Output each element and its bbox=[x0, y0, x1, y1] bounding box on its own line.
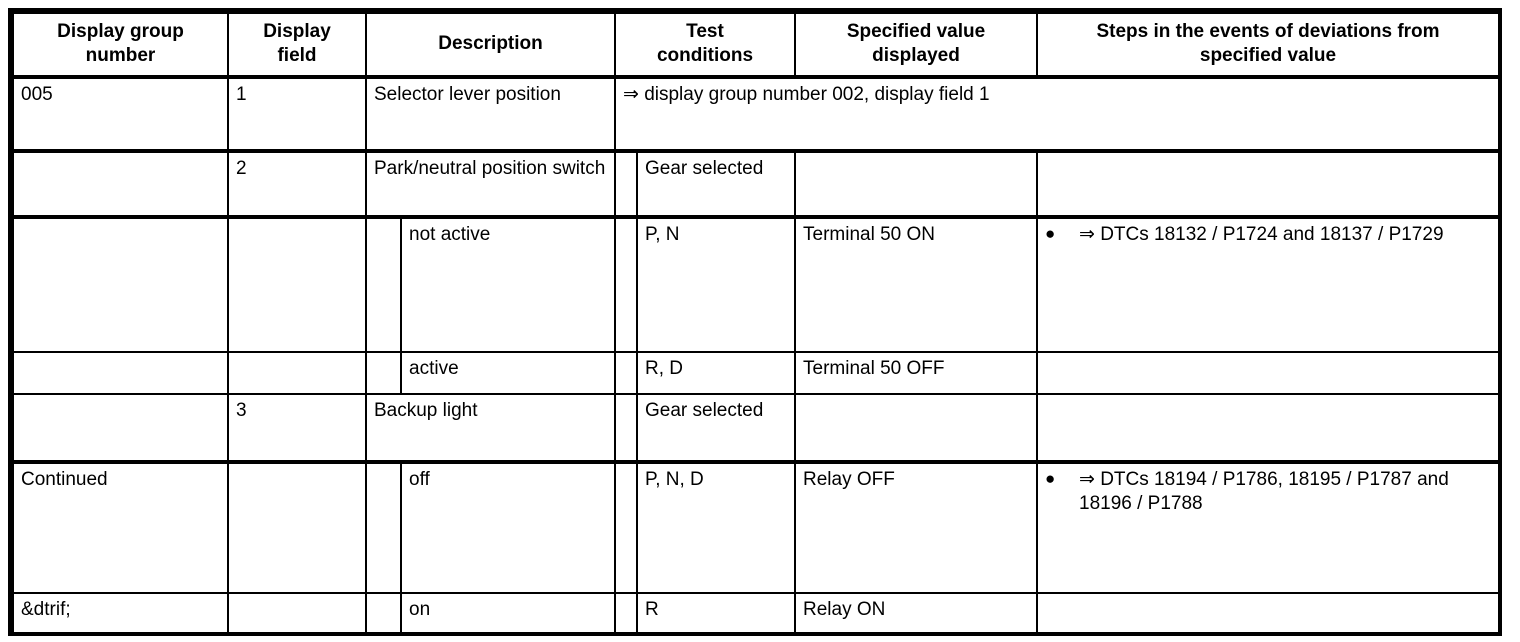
cell-merged-note: ⇒ display group number 002, display fiel… bbox=[614, 74, 1500, 152]
cell-display-field bbox=[227, 214, 367, 353]
cell-description-spacer bbox=[365, 591, 402, 636]
cell-description: Backup light bbox=[365, 392, 616, 463]
cell-specified-value bbox=[794, 148, 1038, 218]
column-header-display-field: Display field bbox=[227, 12, 367, 79]
cell-test-conditions: R, D bbox=[636, 350, 796, 395]
cell-description: Park/neutral position switch bbox=[365, 148, 616, 218]
cell-specified-value: Relay ON bbox=[794, 591, 1038, 636]
header-line-2: conditions bbox=[656, 45, 754, 67]
table-row: 005 1 Selector lever position ⇒ display … bbox=[12, 74, 1500, 152]
cell-description-spacer bbox=[365, 214, 402, 353]
table-row: 3 Backup light Gear selected bbox=[12, 392, 1500, 463]
column-header-description: Description bbox=[365, 12, 616, 79]
cell-steps bbox=[1036, 148, 1500, 218]
header-line-1: Display bbox=[263, 21, 331, 42]
cell-specified-value: Terminal 50 OFF bbox=[794, 350, 1038, 395]
cell-display-group-number: &dtrif; bbox=[12, 591, 229, 636]
steps-text: ⇒ DTCs 18132 / P1724 and 18137 / P1729 bbox=[1079, 223, 1444, 245]
table-header-row: Display group number Display field Descr… bbox=[12, 12, 1500, 79]
cell-display-group-number bbox=[12, 148, 229, 218]
cell-specified-value: Terminal 50 ON bbox=[794, 214, 1038, 353]
cell-test-conditions: R bbox=[636, 591, 796, 636]
cell-test-conditions: P, N bbox=[636, 214, 796, 353]
bullet-icon: ● bbox=[1045, 468, 1056, 488]
cell-test-conditions-spacer bbox=[614, 148, 638, 218]
header-line-2: specified value bbox=[1199, 45, 1337, 67]
cell-display-field bbox=[227, 591, 367, 636]
cell-display-group-number: Continued bbox=[12, 459, 229, 594]
header-line-1: Steps in the events of deviations from bbox=[1096, 21, 1440, 42]
header-line-1: Description bbox=[438, 33, 543, 55]
cell-specified-value: Relay OFF bbox=[794, 459, 1038, 594]
cell-steps: ● ⇒ DTCs 18194 / P1786, 18195 / P1787 an… bbox=[1036, 459, 1500, 594]
cell-display-field: 1 bbox=[227, 74, 367, 152]
bullet-icon: ● bbox=[1045, 223, 1056, 243]
cell-display-group-number bbox=[12, 214, 229, 353]
header-line-2: number bbox=[85, 45, 156, 67]
column-header-test-conditions: Test conditions bbox=[614, 12, 796, 79]
spec-table-container: Display group number Display field Descr… bbox=[8, 8, 1502, 636]
cell-test-conditions-spacer bbox=[614, 392, 638, 463]
cell-test-conditions-spacer bbox=[614, 350, 638, 395]
cell-display-field: 3 bbox=[227, 392, 367, 463]
table-row: active R, D Terminal 50 OFF bbox=[12, 350, 1500, 395]
column-header-steps: Steps in the events of deviations from s… bbox=[1036, 12, 1500, 79]
cell-description-spacer bbox=[365, 350, 402, 395]
cell-specified-value bbox=[794, 392, 1038, 463]
cell-description: Selector lever position bbox=[365, 74, 616, 152]
cell-steps bbox=[1036, 350, 1500, 395]
cell-steps: ● ⇒ DTCs 18132 / P1724 and 18137 / P1729 bbox=[1036, 214, 1500, 353]
cell-test-conditions: Gear selected bbox=[636, 392, 796, 463]
steps-bullet-item: ● ⇒ DTCs 18194 / P1786, 18195 / P1787 an… bbox=[1045, 468, 1491, 517]
table-row: Continued off P, N, D Relay OFF ● ⇒ DTCs… bbox=[12, 459, 1500, 594]
cell-display-field: 2 bbox=[227, 148, 367, 218]
header-line-1: Test bbox=[686, 21, 724, 42]
cell-steps bbox=[1036, 591, 1500, 636]
cell-test-conditions-spacer bbox=[614, 214, 638, 353]
steps-text: ⇒ DTCs 18194 / P1786, 18195 / P1787 and … bbox=[1079, 468, 1449, 514]
cell-description: not active bbox=[400, 214, 616, 353]
cell-test-conditions-spacer bbox=[614, 459, 638, 594]
column-header-display-group-number: Display group number bbox=[12, 12, 229, 79]
cell-display-group-number bbox=[12, 392, 229, 463]
cell-test-conditions: Gear selected bbox=[636, 148, 796, 218]
header-line-1: Specified value bbox=[846, 21, 986, 42]
cell-display-field bbox=[227, 459, 367, 594]
cell-description: on bbox=[400, 591, 616, 636]
table-row: not active P, N Terminal 50 ON ● ⇒ DTCs … bbox=[12, 214, 1500, 353]
cell-description: active bbox=[400, 350, 616, 395]
header-line-2: displayed bbox=[872, 45, 960, 67]
header-line-1: Display group bbox=[57, 21, 184, 42]
table-row: &dtrif; on R Relay ON bbox=[12, 591, 1500, 636]
cell-description: off bbox=[400, 459, 616, 594]
cell-display-group-number: 005 bbox=[12, 74, 229, 152]
cell-display-field bbox=[227, 350, 367, 395]
cell-test-conditions: P, N, D bbox=[636, 459, 796, 594]
cell-description-spacer bbox=[365, 459, 402, 594]
column-header-specified-value: Specified value displayed bbox=[794, 12, 1038, 79]
cell-steps bbox=[1036, 392, 1500, 463]
display-group-spec-table: Display group number Display field Descr… bbox=[12, 12, 1500, 636]
table-row: 2 Park/neutral position switch Gear sele… bbox=[12, 148, 1500, 218]
header-line-2: field bbox=[277, 45, 317, 67]
steps-bullet-item: ● ⇒ DTCs 18132 / P1724 and 18137 / P1729 bbox=[1045, 223, 1491, 247]
cell-display-group-number bbox=[12, 350, 229, 395]
cell-test-conditions-spacer bbox=[614, 591, 638, 636]
